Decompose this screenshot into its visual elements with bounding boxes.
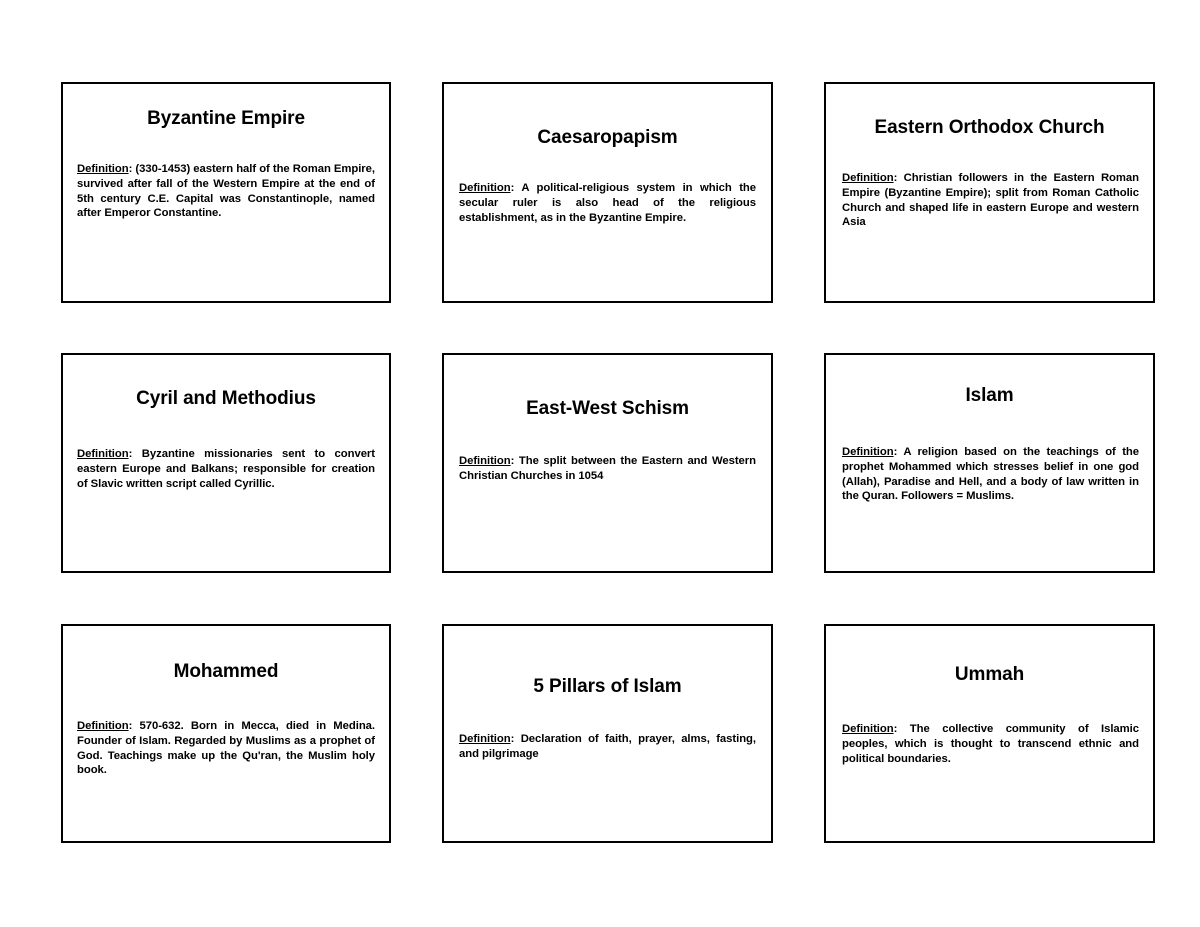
card-definition: Definition: A political-religious system… xyxy=(459,181,756,225)
flashcard[interactable]: Caesaropapism Definition: A political-re… xyxy=(442,82,773,303)
card-title: Ummah xyxy=(954,664,1025,685)
definition-text: (330-1453) eastern half of the Roman Emp… xyxy=(77,163,375,220)
definition-text: A political-religious system in which th… xyxy=(459,182,756,224)
flashcard[interactable]: Eastern Orthodox Church Definition: Chri… xyxy=(824,82,1155,303)
definition-label: Definition xyxy=(842,446,894,459)
definition-text: A religion based on the teachings of the… xyxy=(842,446,1139,503)
definition-label: Definition xyxy=(77,163,129,176)
card-definition: Definition: Declaration of faith, prayer… xyxy=(459,732,756,761)
card-title: Byzantine Empire xyxy=(147,108,305,129)
card-definition: Definition: (330-1453) eastern half of t… xyxy=(77,162,375,221)
definition-label: Definition xyxy=(459,455,511,468)
flashcard[interactable]: East-West Schism Definition: The split b… xyxy=(442,353,773,573)
definition-label: Definition xyxy=(77,448,129,461)
definition-separator: : xyxy=(128,163,136,176)
definition-label: Definition xyxy=(77,720,129,733)
definition-text: 570-632. Born in Mecca, died in Medina. … xyxy=(77,720,375,777)
card-title: East-West Schism xyxy=(526,398,689,419)
definition-label: Definition xyxy=(842,172,894,185)
card-definition: Definition: The split between the Easter… xyxy=(459,454,756,483)
card-title: Cyril and Methodius xyxy=(136,388,316,409)
definition-text: The collective community of Islamic peop… xyxy=(842,723,1139,765)
definition-separator: : xyxy=(510,455,519,468)
card-title: 5 Pillars of Islam xyxy=(533,676,682,697)
definition-text: Byzantine missionaries sent to convert e… xyxy=(77,448,375,490)
flashcard[interactable]: Byzantine Empire Definition: (330-1453) … xyxy=(61,82,391,303)
definition-separator: : xyxy=(893,446,904,459)
definition-separator: : xyxy=(128,448,142,461)
flashcard[interactable]: Islam Definition: A religion based on th… xyxy=(824,353,1155,573)
definition-separator: : xyxy=(128,720,140,733)
definition-label: Definition xyxy=(459,182,511,195)
definition-label: Definition xyxy=(842,723,894,736)
definition-separator: : xyxy=(510,733,521,746)
definition-label: Definition xyxy=(459,733,511,746)
definition-text: The split between the Eastern and Wester… xyxy=(459,455,756,482)
card-definition: Definition: Byzantine missionaries sent … xyxy=(77,447,375,491)
definition-text: Declaration of faith, prayer, alms, fast… xyxy=(459,733,756,760)
flashcard[interactable]: 5 Pillars of Islam Definition: Declarati… xyxy=(442,624,773,843)
card-definition: Definition: 570-632. Born in Mecca, died… xyxy=(77,719,375,778)
card-title: Caesaropapism xyxy=(537,127,678,148)
definition-text: Christian followers in the Eastern Roman… xyxy=(842,172,1139,229)
card-title: Mohammed xyxy=(173,661,279,682)
card-definition: Definition: A religion based on the teac… xyxy=(842,445,1139,504)
definition-separator: : xyxy=(893,723,910,736)
card-title: Eastern Orthodox Church xyxy=(874,117,1105,138)
definition-separator: : xyxy=(510,182,522,195)
card-definition: Definition: Christian followers in the E… xyxy=(842,171,1139,230)
flashcard[interactable]: Ummah Definition: The collective communi… xyxy=(824,624,1155,843)
flashcard[interactable]: Cyril and Methodius Definition: Byzantin… xyxy=(61,353,391,573)
flashcard[interactable]: Mohammed Definition: 570-632. Born in Me… xyxy=(61,624,391,843)
definition-separator: : xyxy=(893,172,904,185)
card-title: Islam xyxy=(965,385,1014,406)
card-definition: Definition: The collective community of … xyxy=(842,722,1139,766)
